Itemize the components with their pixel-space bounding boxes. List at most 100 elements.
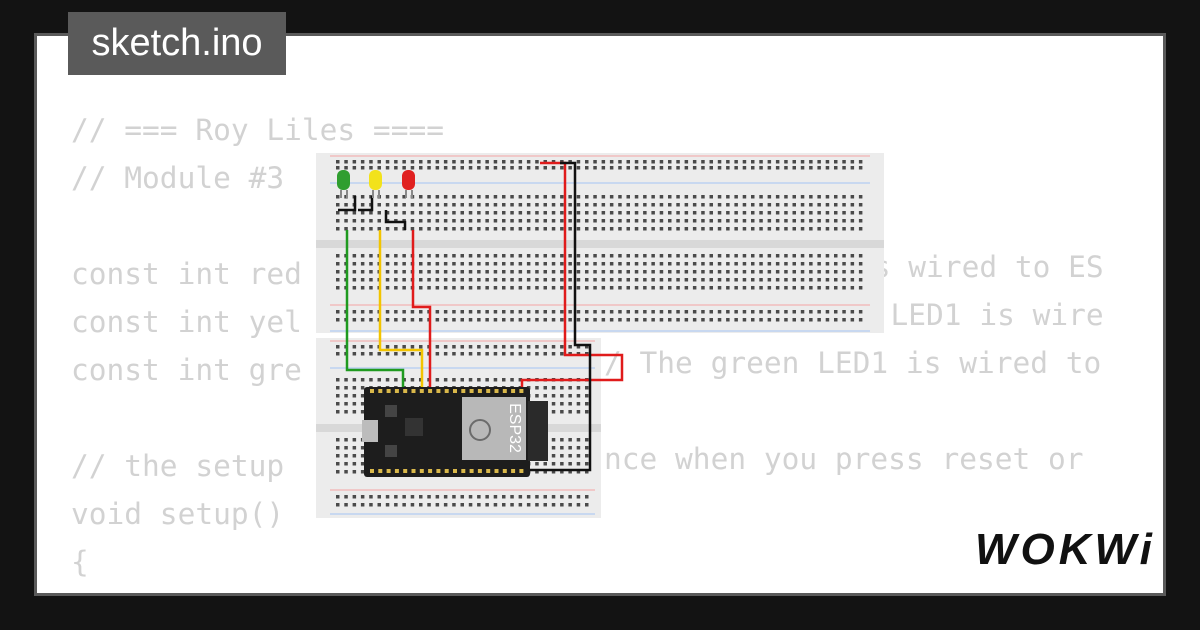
breadboard-hole [510,318,514,322]
breadboard-hole [377,503,381,507]
breadboard-hole [717,219,722,223]
breadboard-hole [510,227,514,231]
breadboard-hole [568,402,572,406]
breadboard-hole [634,286,639,290]
breadboard-hole [560,470,564,474]
breadboard-hole [601,203,606,207]
breadboard-hole [709,262,713,266]
led-red[interactable] [402,170,415,198]
breadboard-hole [717,203,722,207]
breadboard-hole [626,211,630,215]
breadboard-hole [651,166,655,170]
breadboard-hole [551,345,556,349]
breadboard-hole [336,352,340,356]
breadboard-hole [668,318,672,322]
breadboard-hole [402,203,406,207]
breadboard-hole [526,262,531,266]
breadboard-hole [609,310,614,314]
breadboard-hole [468,345,473,349]
breadboard-hole [759,318,763,322]
breadboard-hole [626,310,630,314]
breadboard-hole [468,254,473,258]
breadboard-hole [792,219,796,223]
esp32-pin [469,469,474,473]
breadboard-hole [526,310,531,314]
breadboard-hole [352,219,357,223]
breadboard-hole [560,402,564,406]
breadboard-hole [468,195,473,199]
breadboard-top[interactable] [316,153,884,333]
breadboard-hole [518,310,523,314]
code-fragment-line-6: / The green LED1 is wired to [604,346,1102,380]
breadboard-hole [402,278,406,282]
breadboard-hole [593,318,597,322]
breadboard-hole [360,470,365,474]
breadboard-hole [435,278,440,282]
led-yellow[interactable] [369,170,382,198]
breadboard-hole [452,345,456,349]
breadboard-hole [477,211,481,215]
breadboard-hole [460,352,464,356]
breadboard-hole [759,211,763,215]
breadboard-hole [842,310,846,314]
breadboard-hole [585,195,589,199]
breadboard-hole [825,203,830,207]
breadboard-hole [717,286,722,290]
breadboard-hole [427,495,431,499]
breadboard-hole [468,227,473,231]
wires [338,161,624,472]
breadboard-hole [568,203,572,207]
esp32-pin [403,469,408,473]
breadboard-hole [643,211,647,215]
breadboard-hole [535,278,539,282]
breadboard-hole [626,286,630,290]
breadboard-hole [344,386,348,390]
breadboard-hole [800,219,805,223]
breadboard-hole [601,286,606,290]
breadboard-hole [477,310,481,314]
breadboard-hole [369,286,373,290]
breadboard-hole [452,203,456,207]
breadboard-hole [784,219,788,223]
breadboard-hole [568,394,572,398]
breadboard-hole [618,318,622,322]
breadboard-hole [618,219,622,223]
breadboard-hole [568,195,572,199]
breadboard-hole [809,270,813,274]
file-tab[interactable]: sketch.ino [68,12,286,75]
breadboard-hole [352,270,357,274]
breadboard-hole [792,310,796,314]
breadboard-hole [377,160,381,164]
breadboard-hole [759,203,763,207]
breadboard-hole [435,195,440,199]
led-green[interactable] [337,170,350,198]
breadboard-hole [701,278,705,282]
breadboard-hole [842,270,846,274]
breadboard-hole [443,195,448,199]
breadboard-hole [443,160,448,164]
esp32-board[interactable]: ESP32 [362,387,548,477]
breadboard-hole [526,166,531,170]
esp32-pin [461,389,466,393]
breadboard-hole [709,286,713,290]
breadboard-hole [477,166,481,170]
breadboard-hole [510,278,514,282]
breadboard-hole [518,345,523,349]
breadboard-hole [850,262,855,266]
breadboard-hole [493,345,498,349]
breadboard-hole [402,211,406,215]
breadboard-hole [526,286,531,290]
breadboard-hole [485,345,489,349]
breadboard-hole [344,495,348,499]
breadboard-hole [651,227,655,231]
breadboard-hole [394,318,398,322]
breadboard-hole [535,352,539,356]
breadboard-hole [336,495,340,499]
breadboard-hole [443,278,448,282]
breadboard-hole [834,278,838,282]
breadboard-hole [817,211,821,215]
breadboard-hole [502,254,506,258]
breadboard-hole [767,227,772,231]
